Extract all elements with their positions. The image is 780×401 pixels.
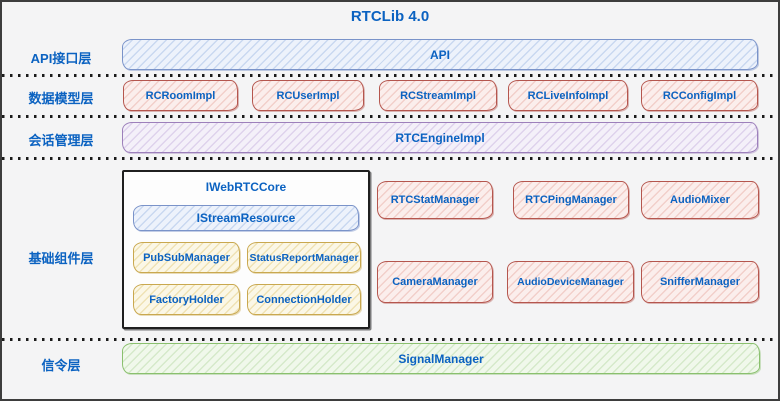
iwebrtccore-container: IWebRTCCore IStreamResource PubSubManage… bbox=[122, 170, 370, 329]
node-statusreportmanager: StatusReportManager bbox=[247, 242, 361, 273]
node-cameramanager: CameraManager bbox=[377, 261, 493, 303]
node-istreamresource: IStreamResource bbox=[133, 205, 359, 231]
node-factoryholder: FactoryHolder bbox=[133, 284, 240, 315]
layer-label-api: API接口层 bbox=[30, 51, 92, 66]
node-signalmanager: SignalManager bbox=[122, 343, 760, 374]
layer-label-components: 基础组件层 bbox=[28, 251, 94, 266]
diagram-title: RTCLib 4.0 bbox=[350, 8, 430, 25]
dotted-separator bbox=[2, 157, 778, 160]
node-rtcengineimpl: RTCEngineImpl bbox=[122, 122, 758, 153]
iwebrtccore-title: IWebRTCCore bbox=[205, 180, 287, 194]
node-rtcstatmanager: RTCStatManager bbox=[377, 181, 493, 219]
node-rcuserimpl: RCUserImpl bbox=[252, 80, 364, 111]
node-pubsubmanager: PubSubManager bbox=[133, 242, 240, 273]
dotted-separator bbox=[2, 115, 778, 118]
node-rcstreamimpl: RCStreamImpl bbox=[379, 80, 497, 111]
layer-label-model: 数据模型层 bbox=[28, 91, 94, 106]
node-sniffermanager: SnifferManager bbox=[641, 261, 759, 303]
node-rtcpingmanager: RTCPingManager bbox=[513, 181, 629, 219]
node-rcroomimpl: RCRoomImpl bbox=[123, 80, 238, 111]
dotted-separator bbox=[2, 338, 778, 341]
node-rcconfigimpl: RCConfigImpl bbox=[641, 80, 758, 111]
layer-label-session: 会话管理层 bbox=[28, 133, 94, 148]
node-api: API bbox=[122, 39, 758, 70]
dotted-separator bbox=[2, 74, 778, 77]
node-audiodevicemanager: AudioDeviceManager bbox=[507, 261, 634, 303]
node-connectionholder: ConnectionHolder bbox=[247, 284, 361, 315]
node-audiomixer: AudioMixer bbox=[641, 181, 759, 219]
node-rcliveinfoimpl: RCLiveInfoImpl bbox=[508, 80, 628, 111]
layer-label-signal: 信令层 bbox=[41, 358, 81, 373]
